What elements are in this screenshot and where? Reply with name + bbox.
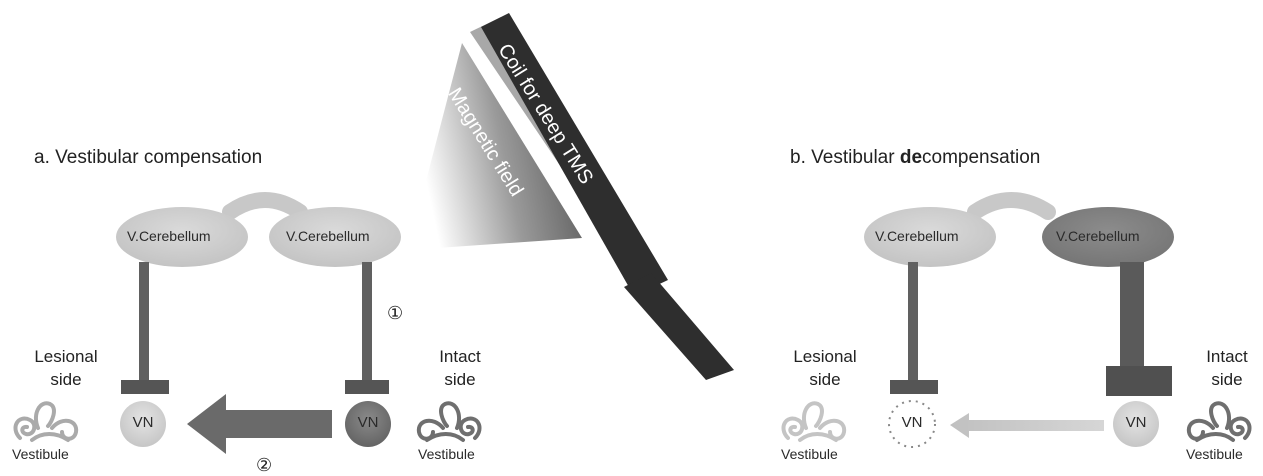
vestibule-right-a-icon xyxy=(419,403,480,440)
compensation-arrow-a xyxy=(187,394,332,454)
lesional-side-b-line2: side xyxy=(785,368,865,391)
inhibitory-bar-right-b xyxy=(1106,366,1172,396)
inhibitory-stem-left-a xyxy=(139,262,149,382)
intact-side-b-line2: side xyxy=(1192,368,1262,391)
vestibule-left-b-label: Vestibule xyxy=(781,446,838,462)
intact-side-a: Intact side xyxy=(425,345,495,391)
cerebellum-right-a-label: V.Cerebellum xyxy=(286,228,370,244)
panel-a-graphics xyxy=(15,200,479,454)
panel-b-title-bold: de xyxy=(900,147,922,168)
inhibitory-stem-left-b xyxy=(908,262,918,382)
lesional-side-a-line2: side xyxy=(26,368,106,391)
lesional-side-b-line1: Lesional xyxy=(785,345,865,368)
panel-b-title-post: compensation xyxy=(922,147,1040,168)
lesional-side-b: Lesional side xyxy=(785,345,865,391)
lesional-side-a-line1: Lesional xyxy=(26,345,106,368)
inhibitory-stem-right-b xyxy=(1120,262,1144,370)
compensation-arrow-b xyxy=(950,413,1104,438)
vn-right-b-label: VN xyxy=(1116,414,1156,431)
vestibule-left-a-label: Vestibule xyxy=(12,446,69,462)
coil-handle-shape xyxy=(624,273,734,380)
cerebellum-left-a-label: V.Cerebellum xyxy=(127,228,211,244)
cerebellum-right-b-label: V.Cerebellum xyxy=(1056,228,1140,244)
marker-2: ② xyxy=(256,455,272,476)
cerebellar-bridge-b xyxy=(975,200,1048,212)
inhibitory-bar-left-b xyxy=(890,380,938,394)
panel-b-graphics xyxy=(783,200,1249,447)
vestibule-right-b-icon xyxy=(1189,403,1250,440)
vestibule-right-a-label: Vestibule xyxy=(418,446,475,462)
vestibule-left-a-icon xyxy=(15,403,76,440)
vestibule-left-b-icon xyxy=(783,403,844,440)
panel-b-title: b. Vestibular decompensation xyxy=(790,147,1040,169)
inhibitory-bar-right-a xyxy=(345,380,389,394)
tms-graphics xyxy=(408,13,734,380)
intact-side-a-line2: side xyxy=(425,368,495,391)
intact-side-b-line1: Intact xyxy=(1192,345,1262,368)
inhibitory-stem-right-a xyxy=(362,262,372,382)
inhibitory-bar-left-a xyxy=(121,380,169,394)
vn-left-a-label: VN xyxy=(123,414,163,431)
marker-1: ① xyxy=(387,303,403,324)
intact-side-b: Intact side xyxy=(1192,345,1262,391)
vestibule-right-b-label: Vestibule xyxy=(1186,446,1243,462)
lesional-side-a: Lesional side xyxy=(26,345,106,391)
vn-left-b-label: VN xyxy=(892,414,932,431)
cerebellum-left-b-label: V.Cerebellum xyxy=(875,228,959,244)
intact-side-a-line1: Intact xyxy=(425,345,495,368)
cerebellar-bridge-a xyxy=(230,200,300,212)
panel-a-title: a. Vestibular compensation xyxy=(34,147,262,169)
panel-b-title-pre: b. Vestibular xyxy=(790,147,900,168)
vn-right-a-label: VN xyxy=(348,414,388,431)
